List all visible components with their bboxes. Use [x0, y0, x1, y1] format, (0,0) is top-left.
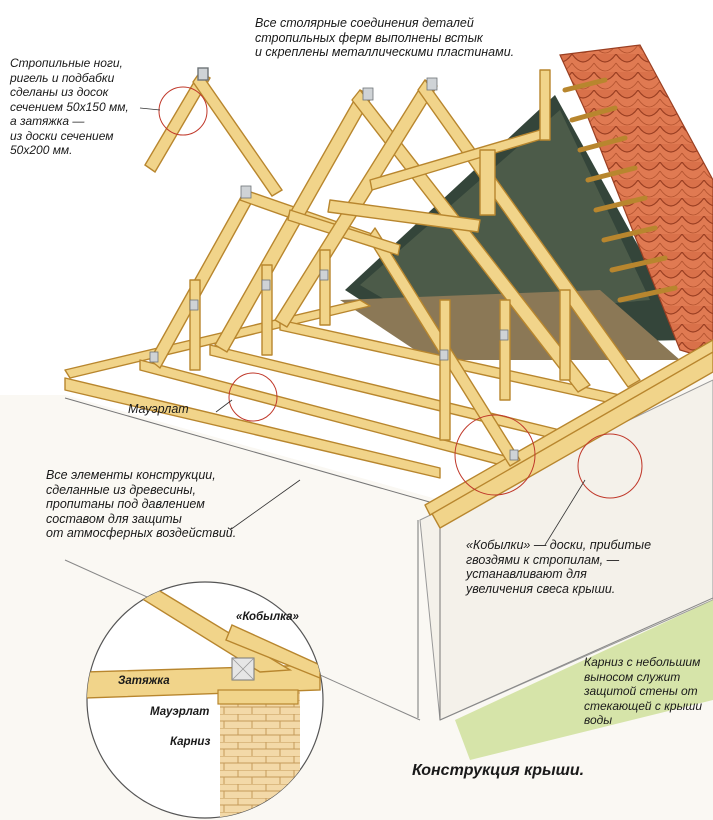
- kobylki-note-line: «Кобылки» — доски, прибитые: [466, 538, 652, 552]
- wood-note-line: пропитаны под давлением: [46, 497, 205, 511]
- left-note-line: Стропильные ноги,: [10, 56, 123, 70]
- left-note-line: 50x200 мм.: [10, 143, 73, 157]
- cornice-note-line: стекающей с крыши: [584, 698, 703, 713]
- wood-note-line: сделанные из древесины,: [46, 482, 196, 497]
- detail-label-karniz: Карниз: [170, 736, 211, 748]
- cornice-note: Карниз с небольшим выносом служит защито…: [584, 655, 702, 728]
- cornice-note-line: Карниз с небольшим: [584, 655, 701, 669]
- roof-battens: [562, 77, 678, 303]
- detail-label-mauerlat: Мауэрлат: [150, 706, 210, 718]
- top-note-line: и скреплены металлическими пластинами.: [255, 45, 515, 59]
- left-note-line: сделаны из досок: [10, 85, 109, 99]
- wood-note-line: Все элементы конструкции,: [46, 468, 216, 482]
- rafter-joint-sample: [144, 67, 284, 197]
- wood-note-line: от атмосферных воздействий.: [46, 526, 237, 540]
- kobylki-note-line: устанавливают для: [466, 567, 587, 581]
- left-note-line: а затяжка —: [10, 114, 85, 128]
- left-note-line: сечением 50x150 мм,: [10, 99, 129, 114]
- left-note-line: из доски сечением: [10, 128, 114, 143]
- top-note-line: Все столярные соединения деталей: [255, 16, 474, 30]
- kobylki-note: «Кобылки» — доски, прибитые гвоздями к с…: [466, 538, 651, 596]
- wood-note-line: составом для защиты: [46, 511, 182, 526]
- wood-note: Все элементы конструкции, сделанные из д…: [46, 468, 236, 541]
- detail-label-kobylka: «Кобылка»: [236, 611, 299, 623]
- kobylki-note-line: гвоздями к стропилам, —: [466, 552, 620, 567]
- detail-circle: [86, 581, 324, 819]
- left-note: Стропильные ноги, ригель и подбабки сдел…: [10, 56, 129, 158]
- rafter-trusses: [149, 69, 641, 467]
- metal-plates: [149, 77, 519, 461]
- cornice-note-line: защитой стены от: [584, 684, 698, 698]
- pointer-lines: [139, 107, 586, 651]
- cornice-note-line: выносом служит: [584, 669, 681, 684]
- floor-frame: [64, 299, 713, 529]
- cornice-note-line: воды: [584, 713, 613, 727]
- mauerlat-label: Мауэрлат: [128, 402, 189, 417]
- highlight-circles: [158, 86, 643, 499]
- top-note-line: стропильных ферм выполнены встык: [255, 30, 483, 45]
- figure-caption: Конструкция крыши.: [412, 762, 585, 779]
- left-note-line: ригель и подбабки: [10, 70, 115, 85]
- top-note: Все столярные соединения деталей стропил…: [255, 16, 514, 60]
- kobylki-note-line: увеличения свеса крыши.: [466, 581, 616, 596]
- mauerlat-label-text: Мауэрлат: [128, 402, 189, 416]
- detail-label-zatyazhka: Затяжка: [118, 675, 170, 687]
